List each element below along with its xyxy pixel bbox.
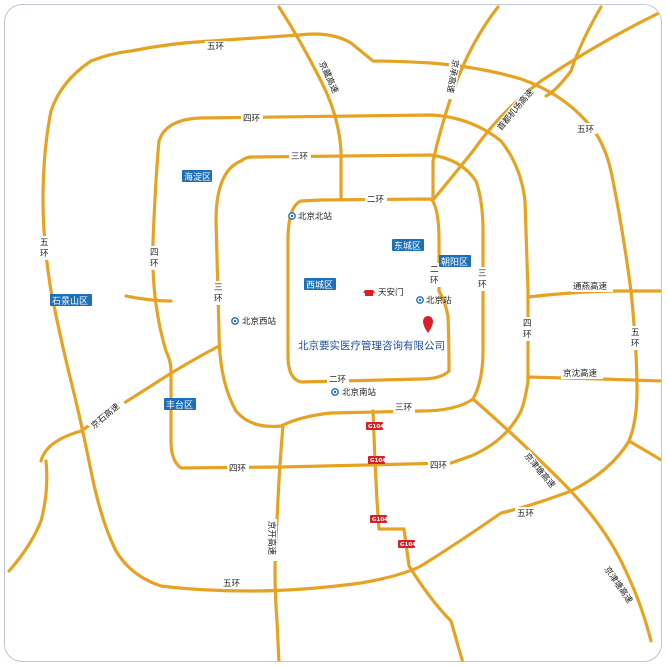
tiananmen: 天安门 [363,287,404,298]
district-shijingshan: 石景山区 [52,296,88,307]
tongyan-road [526,289,661,299]
districts: 海淀区 石景山区 东城区 朝阳区 西城区 丰台区 [50,170,471,411]
ring-labels: 五环 五环 五 环 五 环 五环 五环 四环 四 环 四 环 四环 四环 三环 … [39,41,642,589]
ring4-bottom-left-label: 四环 [229,464,247,474]
ring3-bottom-label: 三环 [395,403,413,413]
station-main-label: 北京站 [426,295,452,306]
location-pin-icon [423,316,433,333]
se-road [627,439,661,462]
ring5-right-label-1: 五 [631,328,640,338]
station-north-label: 北京北站 [298,211,333,222]
district-chaoyang: 朝阳区 [441,257,468,268]
district-xicheng: 西城区 [306,280,333,291]
ring4-right-label-2: 环 [523,330,532,340]
tiananmen-label: 天安门 [378,287,404,298]
g104-badge-3: G104 [372,517,388,523]
tongyan-label: 通燕高速 [573,281,608,292]
jingshen-label: 京沈高速 [563,368,598,379]
g104-badges: G104 G104 G104 G104 [366,422,416,548]
ring2-right-label-1: 二 [430,265,439,275]
west-link [124,294,173,303]
jinghu2-label: 京津塘高速 [602,564,636,606]
g104-road [371,409,465,661]
airport-label: 首都机场高速 [495,86,537,133]
highway-labels: 京藏高速 京承高速 首都机场高速 通燕高速 京沈高速 京津塘高速 京津塘高速 [87,56,636,606]
ring5-bottom-label: 五环 [223,579,241,589]
map-frame: 五环 五环 五 环 五 环 五环 五环 四环 四 环 四 环 四环 四环 三环 … [4,4,662,662]
ring5-road [41,32,639,593]
ring2-bottom-label: 二环 [329,375,347,385]
station-main: 北京站 [416,295,452,306]
district-fengtai: 丰台区 [166,399,193,411]
roads [7,5,661,661]
ring4-left-label-1: 四 [150,248,159,258]
jingshi-label: 京石高速 [89,401,122,432]
district-dongcheng: 东城区 [394,240,421,252]
jingkai-label: 京开高速 [266,521,277,556]
station-south: 北京南站 [331,387,377,398]
tiananmen-icon [363,290,375,296]
ring3-right-label-1: 三 [478,269,487,279]
ring4-bottom-label: 四环 [430,461,448,471]
company-label: 北京要实医疗管理咨询有限公司 [298,339,445,352]
ne-road [544,5,603,98]
station-west: 北京西站 [231,316,277,327]
stations: 北京北站 北京西站 北京站 北京南站 [231,211,452,398]
ring3-road [214,153,485,429]
ring5-top-label: 五环 [207,42,225,52]
station-south-label: 北京南站 [342,387,377,398]
jingzang-road [277,5,343,202]
g104-badge-2: G104 [370,458,386,464]
ring3-left-label-1: 三 [214,283,223,293]
ring5-se-label: 五环 [517,509,535,519]
jinghu-road [471,397,653,643]
station-north: 北京北站 [288,211,333,222]
ring3-left-label-2: 环 [214,294,223,304]
beijing-map: 五环 五环 五 环 五 环 五环 五环 四环 四 环 四 环 四环 四环 三环 … [7,5,661,661]
g104-badge-1: G104 [368,424,384,430]
ring4-top-label: 四环 [243,114,261,124]
ring5-right-label-2: 环 [631,339,640,349]
ring2-top-label: 二环 [367,195,385,205]
ring4-right-label-1: 四 [523,319,532,329]
company-marker: 北京要实医疗管理咨询有限公司 [298,316,445,352]
district-haidian: 海淀区 [184,171,211,183]
ring5-right-top-label: 五环 [577,125,595,135]
ring5-left-label-1: 五 [40,238,49,248]
ring3-top-label: 三环 [291,152,309,162]
ring3-right-label-2: 环 [478,280,487,290]
w-road [7,459,49,573]
ring2-road [286,197,451,384]
ring4-left-label-2: 环 [150,259,159,269]
station-west-label: 北京西站 [242,316,277,327]
ring4-road [151,113,530,470]
g104-badge-4: G104 [400,542,416,548]
ring5-left-label-2: 环 [40,249,49,259]
ring2-right-label-2: 环 [430,276,439,286]
